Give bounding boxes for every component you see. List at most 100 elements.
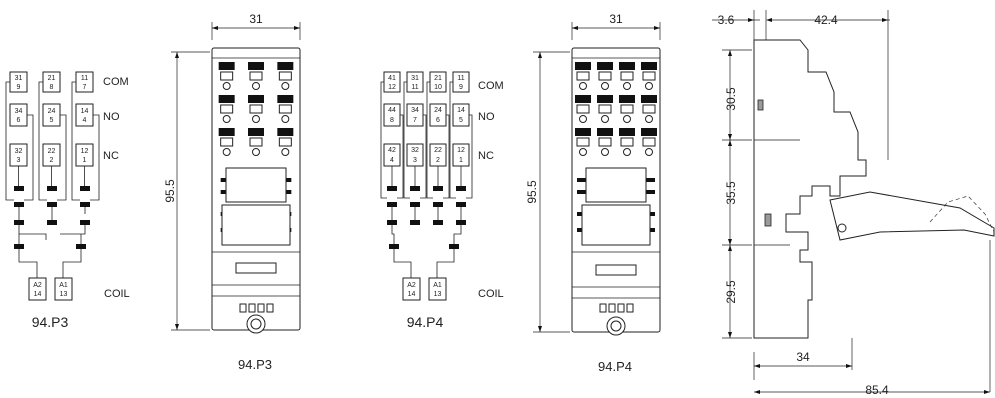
coil-terminal-window (617, 303, 625, 313)
terminal-label: 31 (411, 75, 419, 82)
terminal-label: 8 (50, 84, 54, 91)
coil-terminal-a1 (54, 277, 73, 301)
terminal-screw (645, 82, 653, 90)
terminal-label: 24 (48, 108, 56, 115)
screw-terminal (619, 128, 635, 136)
nc-label: NC (478, 150, 494, 162)
terminal-screw (601, 115, 609, 123)
terminal-label: 31 (15, 75, 23, 82)
contact-slot (643, 178, 655, 182)
terminal-label: 9 (17, 84, 21, 91)
terminal-screw (645, 148, 653, 156)
coil-terminal-window (257, 303, 265, 313)
screw-terminal (641, 62, 657, 70)
coil-terminal-window (599, 303, 607, 313)
coil-terminal-window (239, 303, 247, 313)
wire-entry (278, 104, 292, 114)
terminal-label: 21 (434, 75, 442, 82)
coil-terminal-window (608, 303, 616, 313)
coil-terminal-a2 (28, 277, 47, 301)
screw-terminal (575, 95, 591, 103)
terminal-label: 14 (408, 291, 416, 298)
screw-terminal (277, 95, 294, 103)
terminal-screw (252, 115, 260, 123)
terminal-label: 2 (436, 157, 440, 164)
coil-terminal-window (248, 303, 256, 313)
terminal-screw (281, 148, 290, 156)
no-label: NO (478, 111, 495, 123)
screw-terminal (218, 62, 235, 70)
contact-slot (577, 190, 589, 194)
terminal-label: 3 (17, 157, 21, 164)
terminal-label: A2 (33, 282, 42, 289)
no-label: NO (103, 111, 120, 123)
terminal-label: A1 (433, 282, 442, 289)
terminal-label: 8 (390, 117, 394, 124)
terminal-screw (623, 115, 631, 123)
terminal-label: 5 (50, 117, 54, 124)
terminal-label: 34 (15, 108, 23, 115)
terminal-label: 32 (15, 148, 23, 155)
width-dimension: 31 (249, 12, 263, 26)
terminal-label: 3 (413, 157, 417, 164)
terminal-label: A1 (59, 282, 68, 289)
wire-entry (249, 104, 263, 114)
pole-31: 31 9 34 6 32 3 (5, 71, 47, 240)
terminal-label: 4 (83, 117, 87, 124)
terminal-label: 34 (411, 107, 419, 114)
terminal-label: 13 (434, 291, 442, 298)
screw-terminal (277, 62, 294, 70)
pole-21: 21 8 24 5 22 2 (38, 71, 67, 225)
coil-terminal-a1 (428, 277, 447, 301)
screw-terminal (248, 128, 264, 136)
terminal-screw (222, 148, 231, 156)
terminal-label: 41 (388, 75, 396, 82)
wire-entry (576, 71, 590, 81)
terminal-label: A2 (407, 282, 416, 289)
coil-terminal-a2 (402, 277, 421, 301)
wire-entry (642, 71, 656, 81)
top-depth-dimension: 42.4 (814, 13, 838, 27)
contact-slot (577, 178, 589, 182)
screw-terminal (597, 95, 613, 103)
terminal-label: 4 (390, 157, 394, 164)
total-depth-dimension: 85.4 (865, 383, 889, 397)
socket-side-view: 3.6 42.4 30.5 35.5 29.5 34 85.4 (712, 10, 995, 397)
terminal-label: 14 (457, 107, 465, 114)
terminal-screw (281, 115, 290, 123)
coil-terminal-window (266, 303, 274, 313)
wire-entry (576, 104, 590, 114)
lower-height-dimension: 29.5 (724, 280, 738, 304)
terminal-label: 14 (34, 291, 42, 298)
screw-terminal (619, 62, 635, 70)
terminal-label: 24 (434, 107, 442, 114)
model-label: 94.P3 (32, 314, 69, 330)
screw-terminal (248, 62, 264, 70)
terminal-screw (252, 148, 260, 156)
width-dimension: 31 (609, 12, 623, 26)
schematic-94p3: 31 9 34 6 32 3 21 8 24 5 22 (5, 71, 130, 330)
com-label: COM (103, 76, 129, 88)
height-dimension: 95.5 (525, 180, 539, 204)
wire-entry (598, 104, 612, 114)
terminal-screw (645, 115, 653, 123)
wire-entry (249, 71, 263, 81)
terminal-label: 6 (17, 117, 21, 124)
wire-entry (220, 137, 234, 147)
terminal-screw (579, 82, 587, 90)
terminal-label: 7 (83, 84, 87, 91)
socket-front-94p4: 31 95.5 94.P4 (525, 12, 661, 374)
wire-entry (598, 137, 612, 147)
terminal-screw (623, 82, 631, 90)
terminal-label: 11 (411, 84, 418, 91)
terminal-label: 44 (388, 107, 396, 114)
terminal-label: 2 (50, 157, 54, 164)
terminal-label: 42 (388, 147, 396, 154)
terminal-label: 5 (459, 117, 463, 124)
terminal-screw (222, 82, 231, 90)
nc-label: NC (103, 150, 119, 162)
coil-terminal-window (626, 303, 634, 313)
model-label: 94.P4 (598, 359, 632, 374)
